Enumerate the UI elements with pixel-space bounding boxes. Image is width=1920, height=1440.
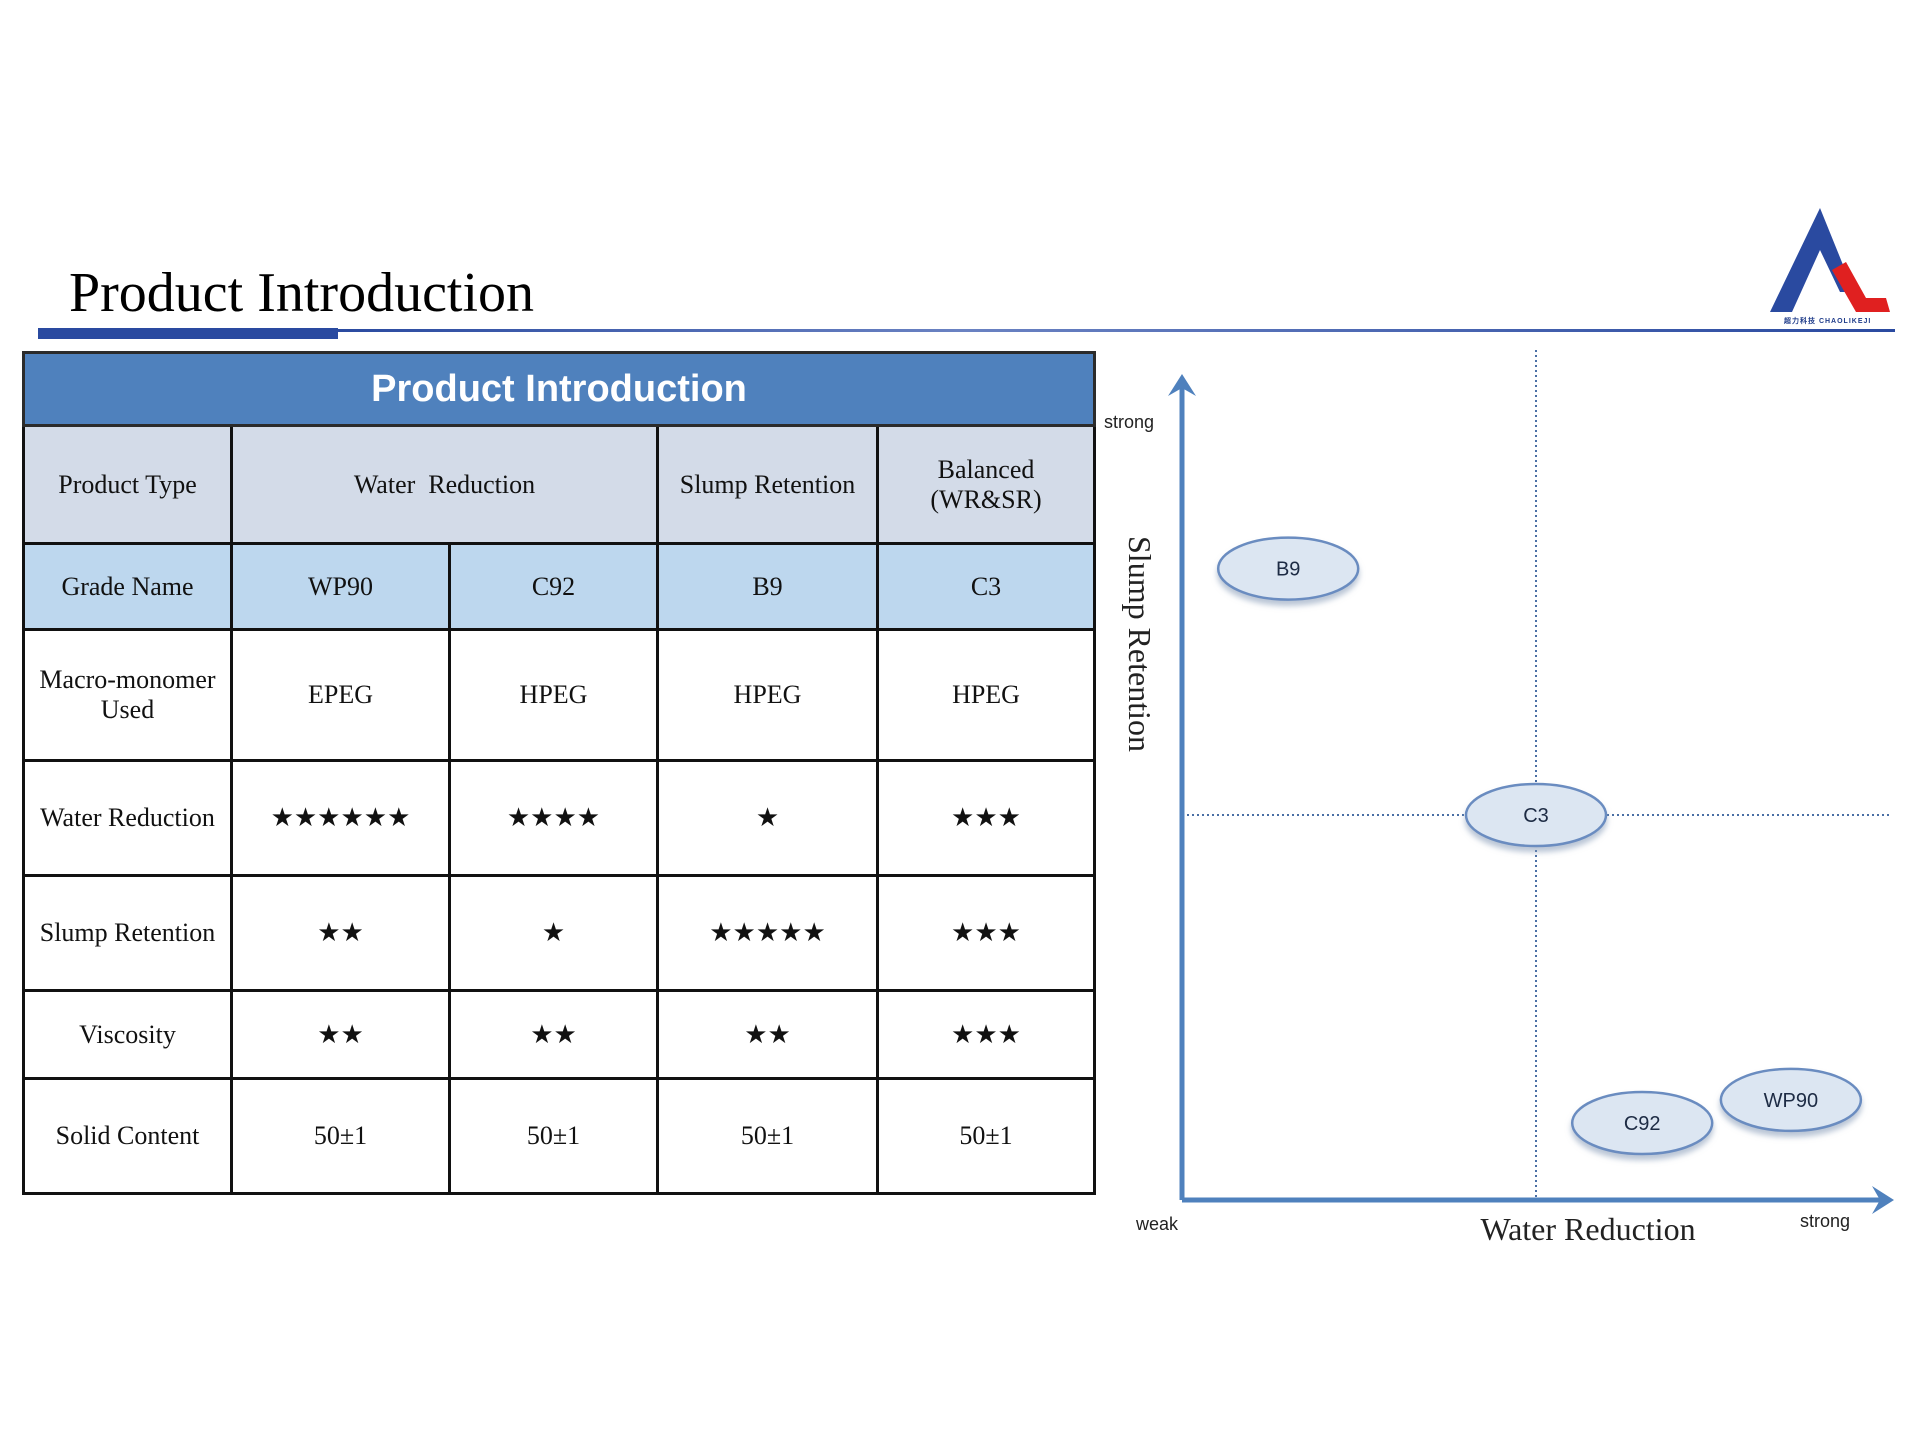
y-axis-title: Slump Retention <box>1122 536 1158 752</box>
x-axis-min-label: weak <box>1135 1214 1179 1234</box>
x-axis-title: Water Reduction <box>1480 1211 1695 1247</box>
y-axis-arrow <box>1168 374 1196 396</box>
y-axis-max-label: strong <box>1104 412 1154 432</box>
row-label: Viscosity <box>22 989 233 1080</box>
row-label: Macro-monomer Used <box>22 627 233 762</box>
cell-value: 50±1 <box>656 1076 879 1196</box>
star-rating: ★ <box>448 874 659 993</box>
cell-value: HPEG <box>656 627 879 762</box>
data-point-label: B9 <box>1276 559 1300 581</box>
product-type-label: Product Type <box>22 424 233 546</box>
row-label: Slump Retention <box>22 874 233 993</box>
type-balanced: Balanced (WR&SR) <box>875 424 1097 546</box>
table-row: Viscosity ★★ ★★ ★★ ★★★ <box>22 989 1097 1080</box>
product-table: Product Introduction Product Type Water … <box>21 350 1097 1196</box>
star-rating: ★★★★★★ <box>230 758 451 878</box>
table-title: Product Introduction <box>21 350 1097 428</box>
star-rating: ★★ <box>656 989 879 1080</box>
cell-value: 50±1 <box>875 1076 1097 1196</box>
title-underline-rule <box>338 329 1895 332</box>
grade-c3: C3 <box>875 542 1097 631</box>
cell-value: 50±1 <box>448 1076 659 1196</box>
table-row: Solid Content 50±1 50±1 50±1 50±1 <box>22 1076 1097 1196</box>
data-point-ellipse <box>1464 782 1608 848</box>
star-rating: ★★ <box>448 989 659 1080</box>
data-point-ellipse <box>1719 1067 1863 1133</box>
star-rating: ★★★ <box>875 758 1097 878</box>
grade-name-label: Grade Name <box>22 542 233 631</box>
company-logo <box>1762 206 1896 328</box>
data-point-label: C92 <box>1624 1113 1661 1135</box>
table-row: Macro-monomer Used EPEG HPEG HPEG HPEG <box>22 627 1097 762</box>
star-rating: ★★★★ <box>448 758 659 878</box>
row-label: Solid Content <box>22 1076 233 1196</box>
grade-b9: B9 <box>656 542 879 631</box>
table-row: Slump Retention ★★ ★ ★★★★★ ★★★ <box>22 874 1097 993</box>
grade-name-row: Grade Name WP90 C92 B9 C3 <box>22 542 1097 631</box>
star-rating: ★★★ <box>875 874 1097 993</box>
star-rating: ★ <box>656 758 879 878</box>
cell-value: 50±1 <box>230 1076 451 1196</box>
data-point-ellipse <box>1216 536 1360 601</box>
data-point-ellipse <box>1570 1090 1714 1156</box>
product-type-row: Product Type Water Reduction Slump Reten… <box>22 424 1097 546</box>
row-label: Water Reduction <box>22 758 233 878</box>
type-water-reduction: Water Reduction <box>230 424 659 546</box>
x-axis-max-label: strong <box>1800 1211 1850 1231</box>
star-rating: ★★★ <box>875 989 1097 1080</box>
star-rating: ★★ <box>230 989 451 1080</box>
cell-value: HPEG <box>448 627 659 762</box>
type-slump-retention: Slump Retention <box>656 424 879 546</box>
data-point-label: WP90 <box>1764 1090 1818 1112</box>
x-axis-arrow <box>1872 1186 1894 1214</box>
cell-value: EPEG <box>230 627 451 762</box>
logo-text: 超力科技 CHAOLIKEJI <box>1784 318 1872 325</box>
cell-value: HPEG <box>875 627 1097 762</box>
data-point-label: C3 <box>1523 805 1549 827</box>
table-row: Water Reduction ★★★★★★ ★★★★ ★ ★★★ <box>22 758 1097 878</box>
grade-wp90: WP90 <box>230 542 451 631</box>
star-rating: ★★★★★ <box>656 874 879 993</box>
title-underline-accent <box>38 328 338 339</box>
grade-c92: C92 <box>448 542 659 631</box>
star-rating: ★★ <box>230 874 451 993</box>
page-title: Product Introduction <box>69 262 535 324</box>
